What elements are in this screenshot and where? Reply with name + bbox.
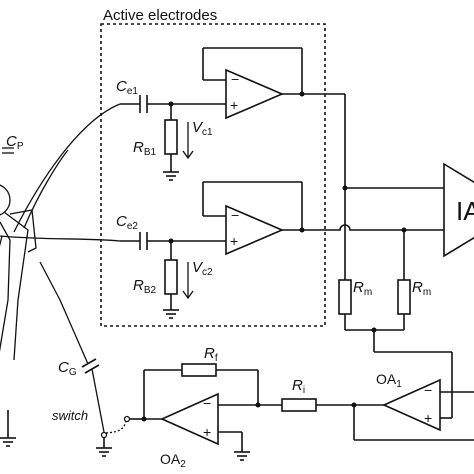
ground-icon — [0, 437, 16, 447]
cg-label: CG — [58, 359, 77, 378]
ground-icon — [234, 451, 250, 461]
oa2-op-amp-icon — [160, 392, 219, 446]
rb2-resistor-icon — [164, 259, 178, 295]
rf-label: Rf — [204, 345, 218, 364]
oa1-plus: + — [424, 410, 432, 426]
cg-capacitor-icon — [81, 358, 100, 374]
switch-pivot — [100, 431, 108, 439]
op-amp-2-plus: + — [230, 233, 238, 249]
rm1-label: Rm — [353, 279, 372, 298]
ri-resistor-icon — [281, 398, 317, 412]
op-amp-1-plus: + — [230, 97, 238, 113]
op-amp-1-minus: − — [231, 71, 239, 87]
op-amp-1-icon — [225, 68, 285, 120]
oa2-label: OA2 — [160, 451, 186, 470]
ia-label: IA — [456, 196, 474, 226]
electrode-lead-1 — [13, 103, 121, 233]
switch-contact — [123, 415, 131, 423]
ri-label: Ri — [292, 377, 305, 396]
ground-icon — [163, 171, 179, 181]
op-amp-2-minus: − — [231, 207, 239, 223]
rm2-resistor-icon — [397, 279, 411, 315]
ce1-label: Ce1 — [116, 78, 138, 97]
ground-icon — [163, 309, 179, 319]
cp-label: CP — [6, 133, 24, 152]
rm1-resistor-icon — [338, 279, 352, 315]
switch-label: switch — [52, 408, 88, 423]
oa1-op-amp-icon — [382, 378, 441, 432]
vc2-label: Vc2 — [192, 259, 213, 278]
rb1-label: RB1 — [133, 139, 157, 158]
person-icon — [0, 184, 37, 361]
switch-arm[interactable] — [105, 420, 127, 434]
oa2-plus: + — [203, 424, 211, 440]
rf-resistor-icon — [181, 363, 217, 377]
rm2-label: Rm — [412, 279, 431, 298]
cp-capacitor-icon — [2, 147, 14, 154]
electrode-lead-3 — [23, 149, 69, 229]
ce1-capacitor-icon — [139, 95, 148, 113]
instrumentation-amplifier-icon — [443, 162, 474, 258]
active-electrodes-box — [100, 23, 326, 327]
rb1-resistor-icon — [164, 119, 178, 155]
oa1-minus: − — [424, 382, 432, 398]
vc1-label: Vc1 — [192, 119, 213, 138]
oa1-label: OA1 — [376, 371, 402, 390]
active-electrodes-title: Active electrodes — [103, 7, 217, 24]
rb2-label: RB2 — [133, 277, 157, 296]
oa2-minus: − — [203, 395, 211, 411]
ground-icon — [96, 447, 112, 457]
ce2-capacitor-icon — [139, 232, 148, 250]
electrode-lead-2 — [0, 235, 121, 242]
ce2-label: Ce2 — [116, 213, 138, 232]
op-amp-2-icon — [225, 204, 285, 256]
